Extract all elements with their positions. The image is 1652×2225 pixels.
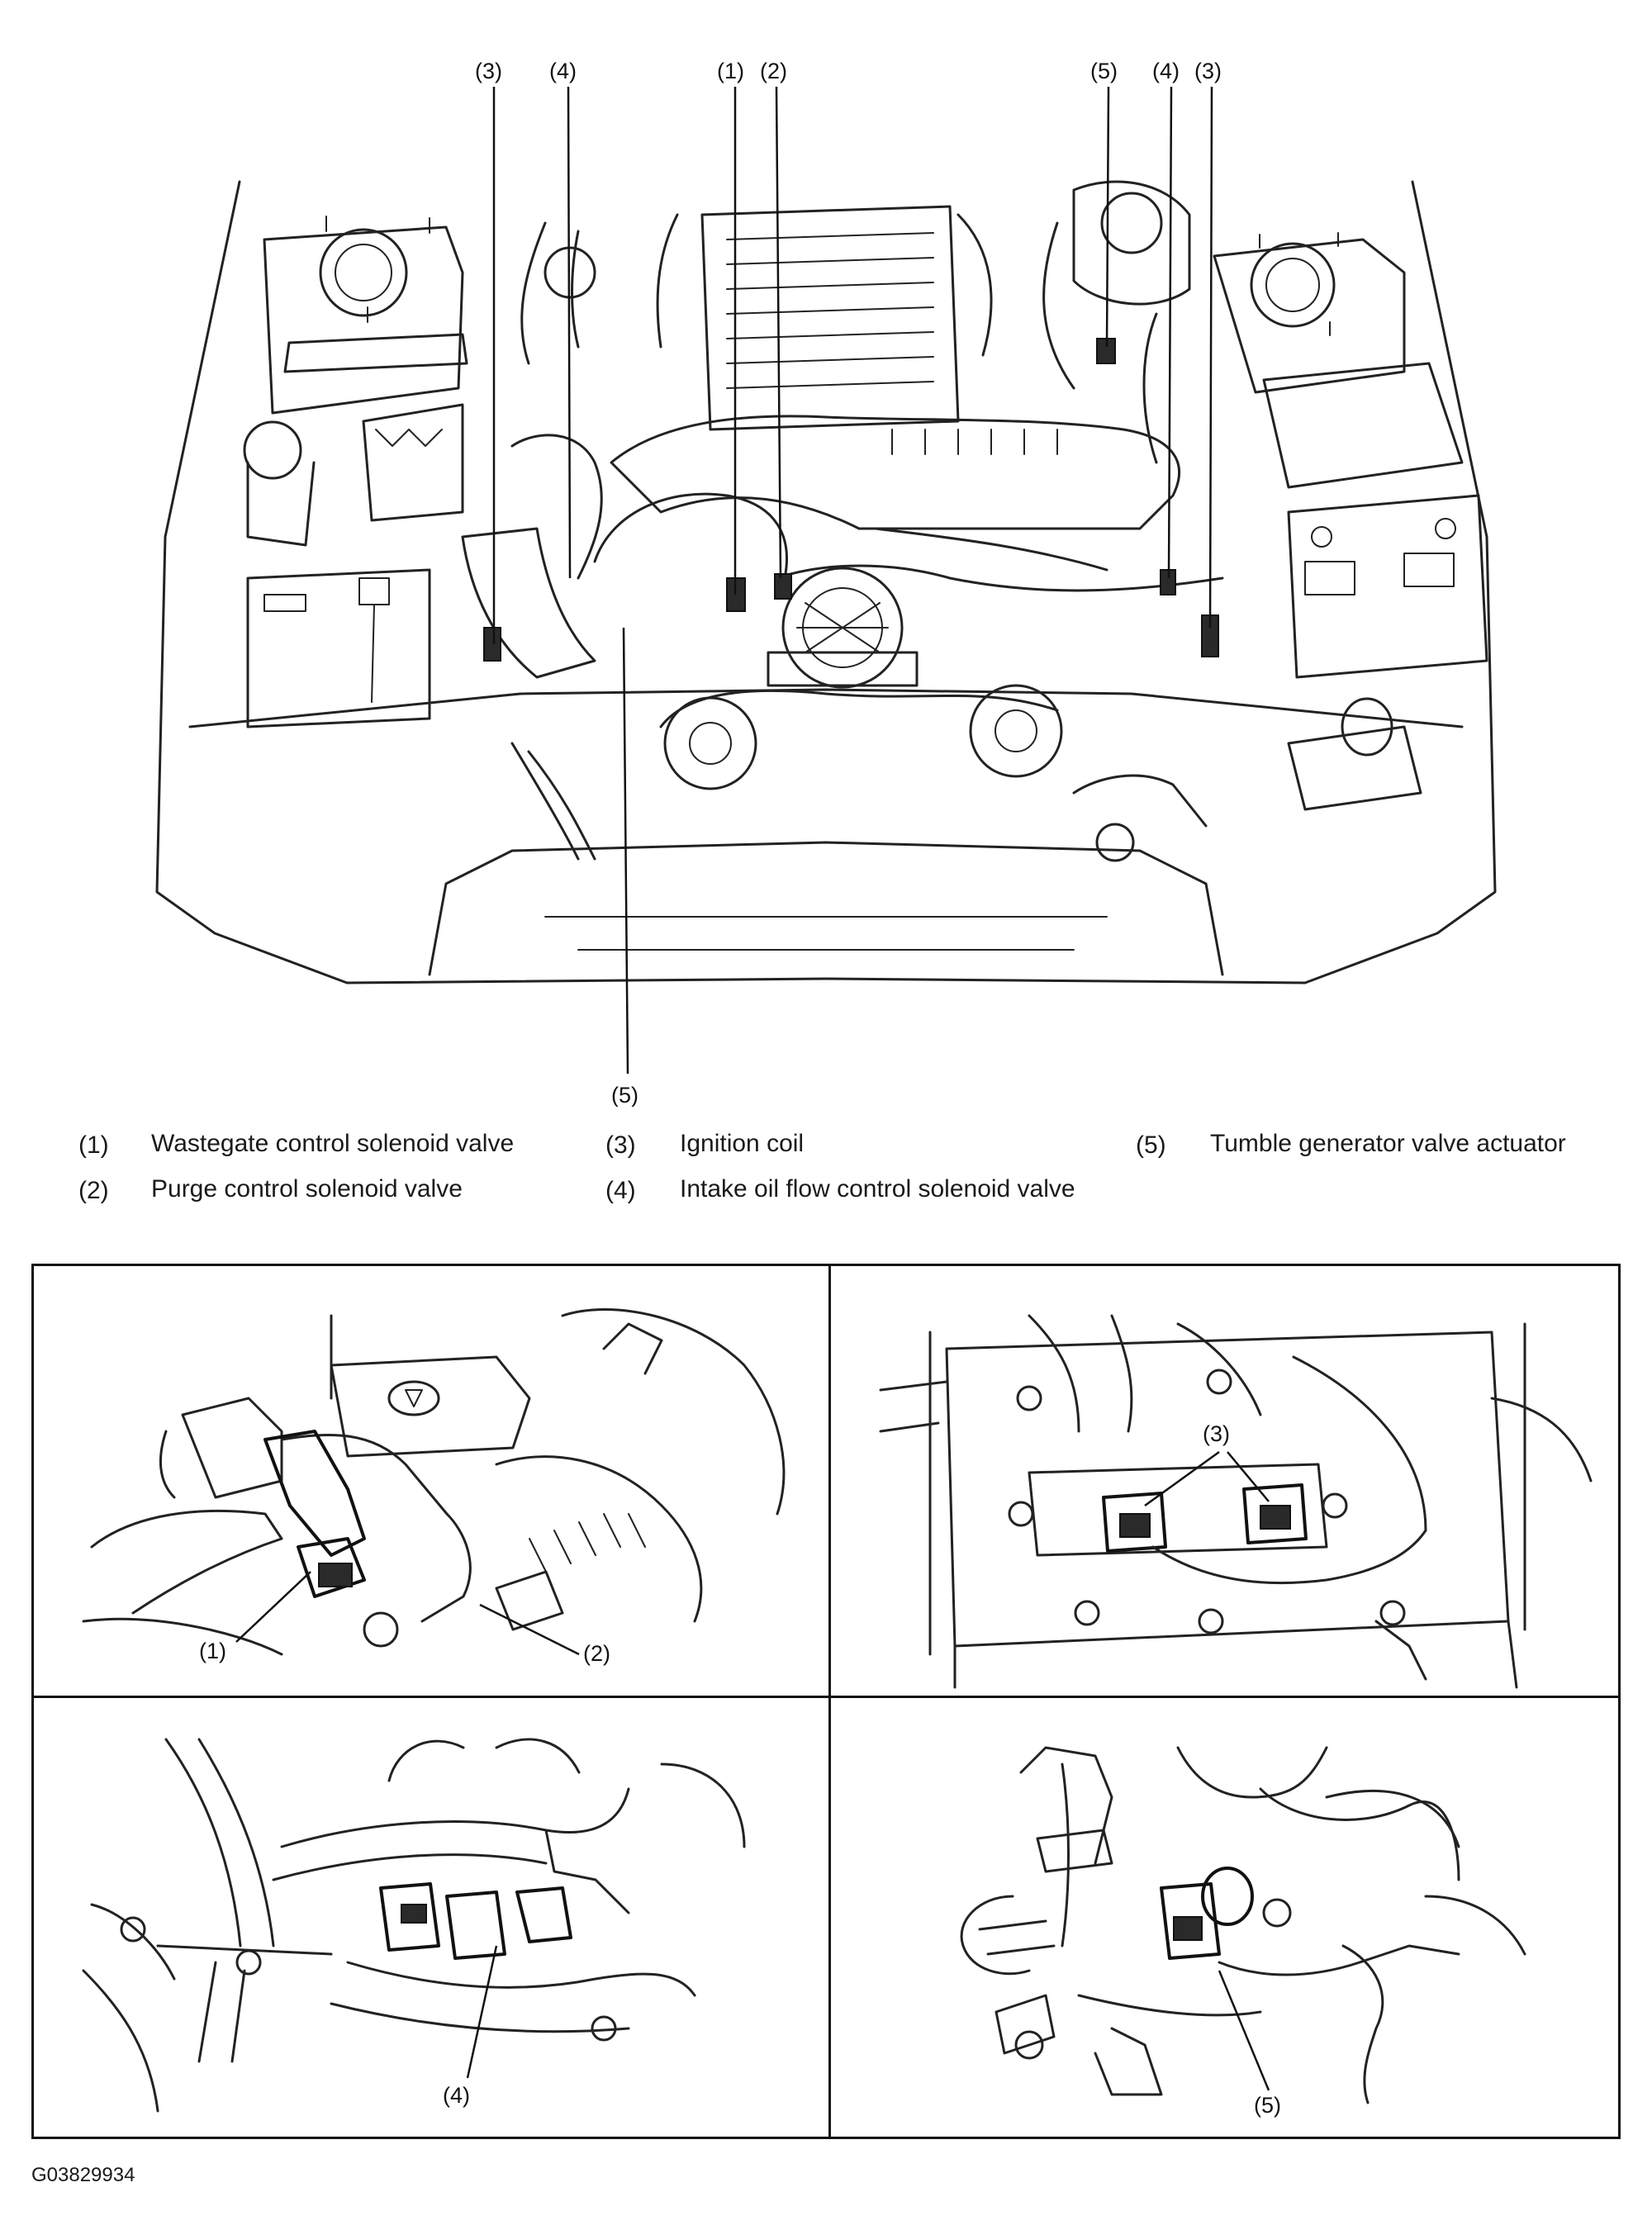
legend-text-1: Wastegate control solenoid valve bbox=[151, 1130, 515, 1157]
legend-text-5: Tumble generator valve actuator bbox=[1210, 1130, 1566, 1157]
right-strut-tower bbox=[1213, 232, 1406, 394]
legend-num-2: (2) bbox=[78, 1177, 109, 1204]
hoses bbox=[510, 221, 1224, 862]
callout-4-right: (4) bbox=[1152, 59, 1180, 83]
intake-duct bbox=[461, 221, 603, 679]
leader-lines bbox=[492, 86, 1213, 1075]
intercooler bbox=[656, 205, 993, 431]
right-components bbox=[1072, 180, 1488, 811]
callout-4-left: (4) bbox=[549, 59, 577, 83]
callout-5-top: (5) bbox=[1090, 59, 1118, 83]
alternator bbox=[767, 567, 919, 689]
figure-id: G03829934 bbox=[31, 2164, 135, 2186]
panel3-callout-4: (4) bbox=[443, 2083, 470, 2108]
detail-panel-tgv-actuator: (5) bbox=[960, 1746, 1526, 2118]
purge-solenoid-marker bbox=[774, 573, 792, 600]
grid-vertical-divider bbox=[828, 1266, 831, 2137]
legend-num-3: (3) bbox=[605, 1131, 636, 1159]
legend-text-3: Ignition coil bbox=[680, 1130, 805, 1157]
intake-manifold bbox=[593, 415, 1180, 580]
legend: (1) Wastegate control solenoid valve (2)… bbox=[0, 1130, 1652, 1247]
legend-text-4: Intake oil flow control solenoid valve bbox=[680, 1175, 1075, 1203]
detail-panel-oil-flow-solenoid: (4) bbox=[82, 1738, 746, 2113]
callout-3-right: (3) bbox=[1194, 59, 1222, 83]
callout-2: (2) bbox=[760, 59, 787, 83]
detail-panel-ignition-coils: (3) bbox=[879, 1314, 1593, 1689]
callout-1: (1) bbox=[717, 59, 744, 83]
legend-num-1: (1) bbox=[78, 1131, 109, 1159]
legend-num-4: (4) bbox=[605, 1177, 636, 1204]
panel1-callout-2: (2) bbox=[583, 1641, 610, 1666]
legend-num-5: (5) bbox=[1136, 1131, 1166, 1159]
grid-horizontal-divider bbox=[34, 1696, 1618, 1698]
left-strut-tower bbox=[263, 216, 464, 415]
detail-grid: (1) (2) (3) bbox=[31, 1264, 1621, 2139]
legend-text-2: Purge control solenoid valve bbox=[151, 1175, 463, 1203]
callout-3-left: (3) bbox=[475, 59, 502, 83]
callout-5-bottom: (5) bbox=[611, 1083, 638, 1107]
panel4-callout-5: (5) bbox=[1254, 2093, 1281, 2118]
pulleys bbox=[659, 684, 1063, 790]
detail-panel-solenoids: (1) (2) bbox=[82, 1308, 786, 1666]
panel2-callout-3: (3) bbox=[1203, 1421, 1230, 1446]
left-reservoir-area bbox=[243, 333, 468, 728]
panel1-callout-1: (1) bbox=[199, 1639, 226, 1663]
engine-bay-illustration: (3) (4) (1) (2) (5) (4) (3) (5) bbox=[155, 59, 1497, 1107]
hood-outline bbox=[155, 180, 1497, 984]
ignition-coil-left-marker bbox=[483, 627, 501, 662]
